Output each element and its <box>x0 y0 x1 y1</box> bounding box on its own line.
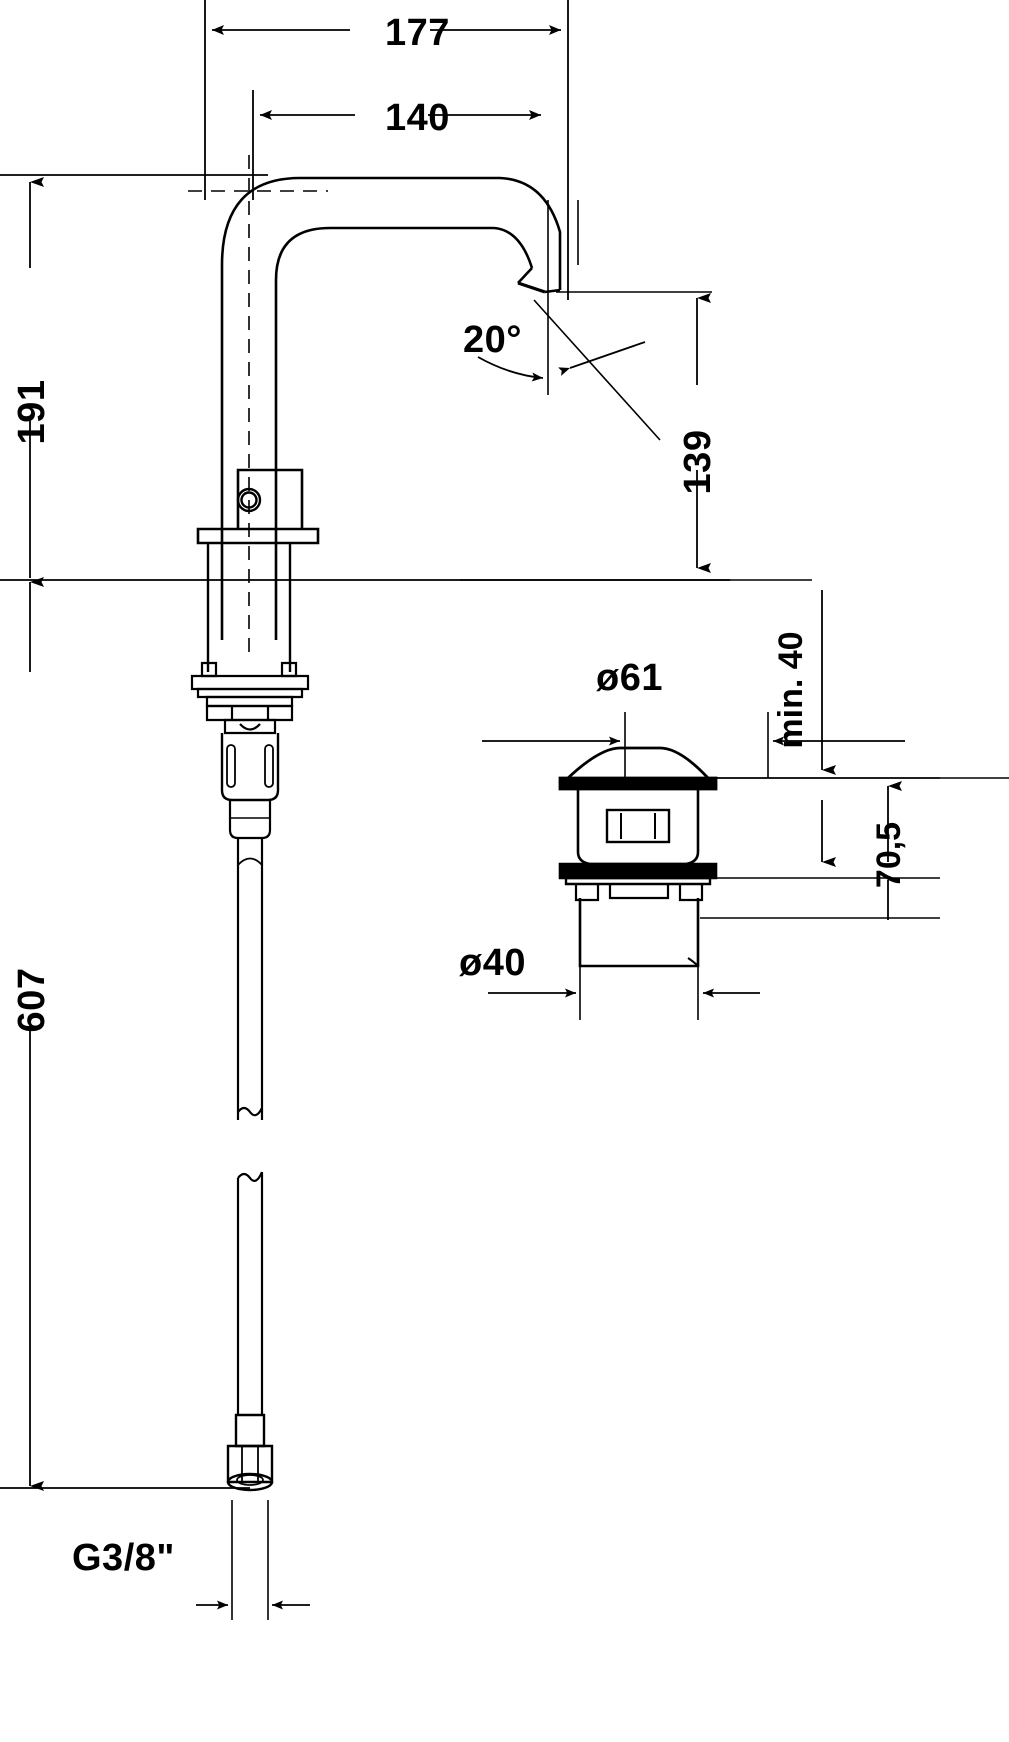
spout-outlet-detail <box>547 200 579 395</box>
drain-seal-ring <box>574 884 704 902</box>
label-d61: ø61 <box>596 657 663 699</box>
faucet-spout-outline <box>220 176 562 640</box>
label-min-40: min. 40 <box>772 631 810 748</box>
label-139: 139 <box>677 430 719 495</box>
dimension-607 <box>0 577 250 1491</box>
flex-hose-upper <box>236 838 264 1120</box>
dimension-177 <box>204 0 569 300</box>
label-607: 607 <box>11 968 53 1033</box>
dimension-139 <box>556 291 712 573</box>
drain-overflow-slot <box>605 808 671 844</box>
flex-hose-lower <box>236 1171 264 1415</box>
faucet-shank <box>206 543 292 672</box>
label-g38: G3/8" <box>72 1537 175 1579</box>
label-177: 177 <box>385 12 450 54</box>
label-140: 140 <box>385 97 450 139</box>
label-20-degree: 20° <box>463 319 522 361</box>
faucet-cartridge-housing <box>236 468 304 529</box>
dimension-20-degree <box>477 299 661 441</box>
dimension-min-40 <box>460 579 1009 779</box>
grub-screw-icon <box>236 487 262 513</box>
label-191: 191 <box>11 380 53 445</box>
dimension-d61 <box>482 712 905 778</box>
dimension-140 <box>252 90 541 200</box>
lower-nut <box>220 733 280 802</box>
dimension-g38 <box>196 1500 310 1620</box>
label-70-5: 70,5 <box>870 822 908 888</box>
base-flange <box>196 527 320 545</box>
hose-connector <box>228 800 272 840</box>
mounting-hardware <box>190 661 310 735</box>
dimension-70-5 <box>700 777 940 920</box>
label-d40: ø40 <box>459 942 526 984</box>
dimension-191 <box>0 174 268 578</box>
hose-end-nut <box>226 1413 274 1492</box>
drain-valve-assembly <box>558 746 718 968</box>
dimension-d40 <box>488 966 760 1020</box>
